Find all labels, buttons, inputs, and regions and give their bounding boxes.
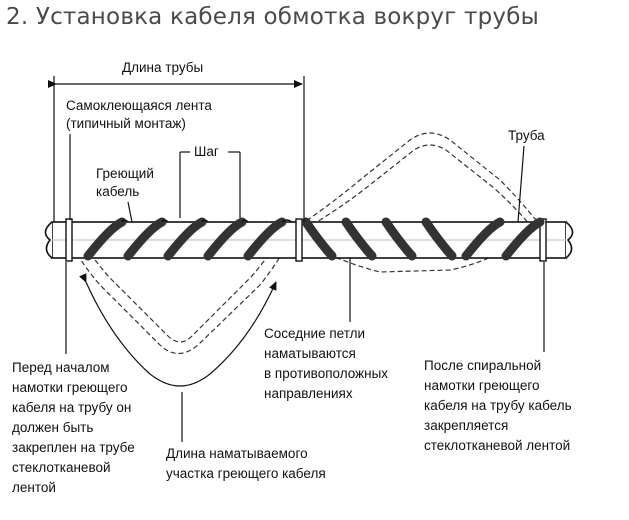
heating-cable-spiral — [83, 217, 545, 261]
before-winding-line-2: намотки греющего — [12, 380, 128, 395]
pipe-label: Труба — [508, 128, 545, 143]
heating-cable-label-line-2: кабель — [96, 184, 139, 199]
pipe-length-label: Длина трубы — [122, 60, 203, 75]
pipe-length-dimension — [48, 76, 305, 222]
after-winding-line-5: стеклотканевой лентой — [424, 438, 570, 453]
after-winding-line-1: После спиральной — [424, 358, 541, 373]
before-winding-line-7: лентой — [12, 480, 56, 495]
step-dimension — [179, 151, 241, 218]
after-winding-label: После спиральной намотки греющего кабеля… — [424, 358, 572, 453]
tape-label: Самоклеющаяся лента (типичный монтаж) — [66, 98, 212, 131]
cable-loop-arch — [299, 132, 541, 226]
step-label: Шаг — [194, 144, 219, 159]
heating-cable-back — [121, 219, 293, 223]
wound-length-line-2: участка греющего кабеля — [166, 466, 326, 481]
adjacent-loops-line-2: наматываются — [264, 346, 356, 361]
adjacent-loops-line-1: Соседние петли — [264, 326, 365, 341]
after-winding-line-3: кабеля на трубу кабель — [424, 398, 572, 413]
before-winding-line-6: стеклотканевой — [12, 460, 111, 475]
tape-label-line-1: Самоклеющаяся лента — [66, 98, 212, 113]
adjacent-loops-line-4: направлениях — [264, 386, 353, 401]
pipe-leader — [517, 145, 525, 223]
before-winding-line-5: закреплен на трубе — [12, 440, 135, 455]
before-winding-line-3: кабеля на трубу он — [12, 400, 131, 415]
before-winding-line-4: должен быть — [12, 420, 93, 435]
heating-cable-label-line-1: Греющий — [96, 166, 154, 181]
after-winding-line-4: закрепляется — [424, 418, 508, 433]
tape-label-line-2: (типичный монтаж) — [66, 116, 186, 131]
wound-length-arrow — [79, 273, 277, 387]
heating-cable-leader — [127, 201, 133, 223]
adjacent-loops-line-3: в противоположных — [264, 366, 388, 381]
wound-length-line-1: Длина наматываемого — [166, 446, 308, 461]
page-title: 2. Установка кабеля обмотка вокруг трубы — [6, 4, 539, 30]
before-winding-label: Перед началом намотки греющего кабеля на… — [12, 360, 135, 495]
cable-loop-sag — [69, 239, 291, 355]
after-winding-line-2: намотки греющего — [424, 378, 540, 393]
before-winding-line-1: Перед началом — [12, 360, 110, 375]
